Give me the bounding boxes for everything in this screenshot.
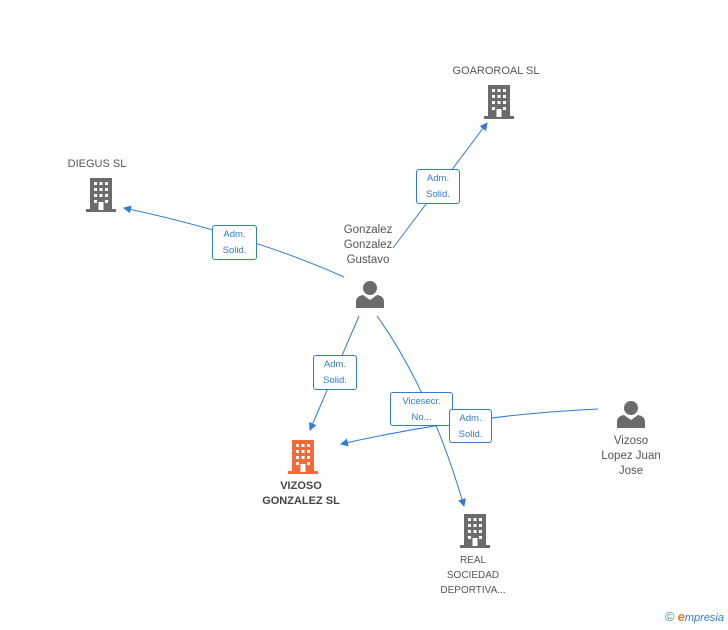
node-label-goaroral[interactable]: GOAROROAL SL (452, 65, 540, 77)
building-icon[interactable] (288, 440, 318, 474)
copyright-icon: © (665, 609, 675, 624)
edge-label-adm-solid[interactable]: Adm. Solid. (449, 409, 492, 443)
person-icon[interactable] (356, 281, 384, 308)
brand-logo-letter: e (677, 609, 685, 624)
node-label-real-sociedad[interactable]: REAL SOCIEDAD DEPORTIVA... (440, 555, 506, 596)
brand-name: mpresia (684, 612, 724, 624)
node-label-vizoso-lopez[interactable]: Vizoso Lopez Juan Jose (601, 435, 661, 477)
building-icon[interactable] (86, 178, 116, 212)
node-label-gonzalez[interactable]: Gonzalez Gonzalez Gustavo (343, 224, 393, 266)
person-icon[interactable] (617, 401, 645, 428)
edge-label-adm-solid[interactable]: Adm. Solid. (313, 355, 357, 390)
node-label-diegus[interactable]: DIEGUS SL (67, 158, 127, 170)
edge-label-vicesecr[interactable]: Vicesecr. No... (390, 392, 453, 426)
building-icon[interactable] (484, 85, 514, 119)
building-icon[interactable] (460, 514, 490, 548)
edge-label-adm-solid[interactable]: Adm. Solid. (416, 169, 460, 204)
brand-footer: ©empresia (665, 609, 724, 624)
node-label-vizoso-gonzalez-sl[interactable]: VIZOSO GONZALEZ SL (262, 480, 340, 507)
edge-label-adm-solid[interactable]: Adm. Solid. (212, 225, 257, 260)
